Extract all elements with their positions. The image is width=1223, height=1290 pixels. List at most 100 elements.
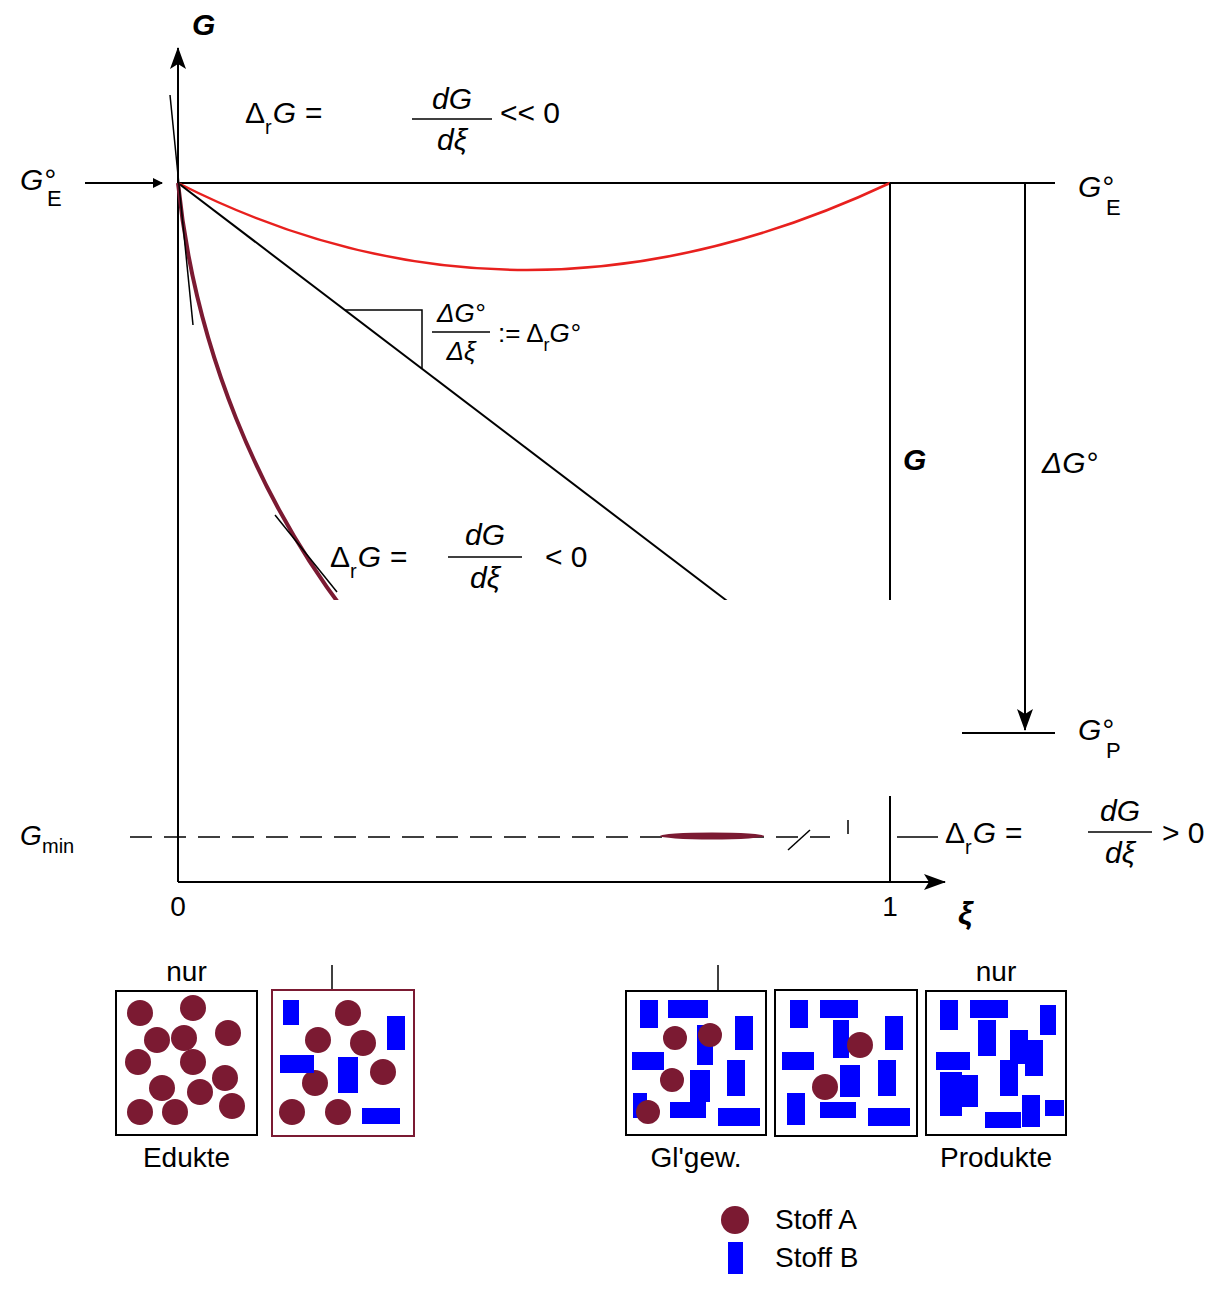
formula-text: G bbox=[903, 445, 926, 475]
particle-b bbox=[878, 1060, 896, 1096]
legend-swatch bbox=[721, 1206, 749, 1234]
formula-text: << 0 bbox=[500, 98, 560, 128]
box-caption: Gl'gew. bbox=[651, 1144, 742, 1172]
particle-b bbox=[640, 1000, 658, 1028]
box-caption: Edukte bbox=[143, 1144, 230, 1172]
particle-a bbox=[144, 1027, 170, 1053]
particle-b bbox=[1040, 1005, 1056, 1035]
formula-text: G bbox=[192, 10, 215, 40]
formula-text: G = bbox=[973, 818, 1022, 848]
particle-b bbox=[1000, 1060, 1018, 1096]
formula-text: r bbox=[350, 561, 357, 581]
particle-a bbox=[180, 1049, 206, 1075]
box-caption: Produkte bbox=[940, 1144, 1052, 1172]
particle-a bbox=[279, 1099, 305, 1125]
particle-a bbox=[370, 1059, 396, 1085]
formula-text: G = bbox=[273, 98, 322, 128]
particle-b bbox=[960, 1075, 978, 1107]
formula-text: r bbox=[544, 336, 550, 354]
particle-b bbox=[338, 1057, 358, 1093]
particle-a bbox=[305, 1027, 331, 1053]
particle-b bbox=[940, 1000, 958, 1030]
formula-text: < 0 bbox=[545, 542, 588, 572]
particle-b bbox=[940, 1072, 962, 1116]
particle-a bbox=[302, 1070, 328, 1096]
formula-text: dξ bbox=[437, 125, 467, 155]
formula-text: 0 bbox=[170, 893, 186, 921]
particle-b bbox=[632, 1052, 664, 1070]
particle-b bbox=[833, 1020, 849, 1058]
box-caption: nur bbox=[166, 958, 206, 986]
formula-text: Δ bbox=[945, 818, 965, 848]
particle-b bbox=[868, 1108, 910, 1126]
formula-text: E bbox=[47, 188, 62, 210]
particle-box: nurProdukte bbox=[925, 990, 1067, 1136]
formula-text: dξ bbox=[1105, 838, 1135, 868]
formula-text: Δ bbox=[330, 542, 350, 572]
legend-swatch bbox=[728, 1242, 743, 1274]
formula-text: Δξ bbox=[446, 338, 475, 364]
formula-text: ΔG° bbox=[437, 300, 485, 326]
particle-a bbox=[636, 1100, 660, 1124]
particle-b bbox=[885, 1016, 903, 1050]
formula-text: ΔG° bbox=[1042, 448, 1097, 478]
particle-b bbox=[387, 1016, 405, 1050]
formula-text: G° bbox=[550, 320, 581, 346]
formula-text: min bbox=[42, 836, 74, 856]
formula-text: r bbox=[265, 117, 272, 137]
particle-b bbox=[936, 1052, 970, 1070]
particle-b bbox=[840, 1065, 860, 1097]
formula-text: G bbox=[20, 822, 42, 850]
particle-b bbox=[727, 1060, 745, 1096]
particle-a bbox=[125, 1049, 151, 1075]
formula-text: dG bbox=[1100, 796, 1140, 826]
legend-text: Stoff A bbox=[775, 1206, 857, 1234]
particle-a bbox=[127, 1099, 153, 1125]
formula-text: G = bbox=[358, 542, 407, 572]
particle-b bbox=[820, 1102, 856, 1118]
formula-text: dG bbox=[465, 520, 505, 550]
particle-b bbox=[668, 1000, 708, 1018]
particle-b bbox=[970, 1000, 1008, 1018]
particle-b bbox=[1025, 1040, 1043, 1076]
particle-b bbox=[782, 1052, 814, 1070]
particle-a bbox=[350, 1030, 376, 1056]
particle-b bbox=[1022, 1095, 1040, 1127]
particle-b bbox=[985, 1112, 1021, 1128]
particle-b bbox=[787, 1093, 805, 1125]
particle-a bbox=[335, 1000, 361, 1026]
formula-text: dG bbox=[432, 84, 472, 114]
particle-a bbox=[149, 1075, 175, 1101]
particle-a bbox=[847, 1032, 873, 1058]
particle-b bbox=[280, 1055, 314, 1073]
particle-b bbox=[362, 1108, 400, 1124]
particle-a bbox=[698, 1023, 722, 1047]
formula-text: > 0 bbox=[1162, 818, 1205, 848]
formula-text: := Δ bbox=[498, 320, 544, 346]
particle-b bbox=[670, 1102, 706, 1118]
particle-b bbox=[283, 1000, 299, 1025]
particle-b bbox=[718, 1108, 760, 1126]
formula-text: E bbox=[1106, 197, 1121, 219]
particle-a bbox=[219, 1093, 245, 1119]
particle-a bbox=[180, 995, 206, 1021]
particle-a bbox=[663, 1026, 687, 1050]
formula-text: dξ bbox=[470, 563, 500, 593]
particle-b bbox=[820, 1000, 858, 1018]
particle-a bbox=[812, 1074, 838, 1100]
box-caption: nur bbox=[976, 958, 1016, 986]
particle-b bbox=[735, 1016, 753, 1050]
particle-b bbox=[690, 1070, 710, 1102]
legend-text: Stoff B bbox=[775, 1244, 859, 1272]
particle-a bbox=[171, 1025, 197, 1051]
formula-text: r bbox=[965, 837, 972, 857]
particle-a bbox=[215, 1020, 241, 1046]
particle-box: nurEdukte bbox=[115, 990, 258, 1136]
particle-a bbox=[212, 1065, 238, 1091]
particle-a bbox=[162, 1099, 188, 1125]
particle-box: Gl'gew. bbox=[625, 990, 767, 1136]
formula-text: Δ bbox=[245, 98, 265, 128]
particle-a bbox=[127, 1000, 153, 1026]
